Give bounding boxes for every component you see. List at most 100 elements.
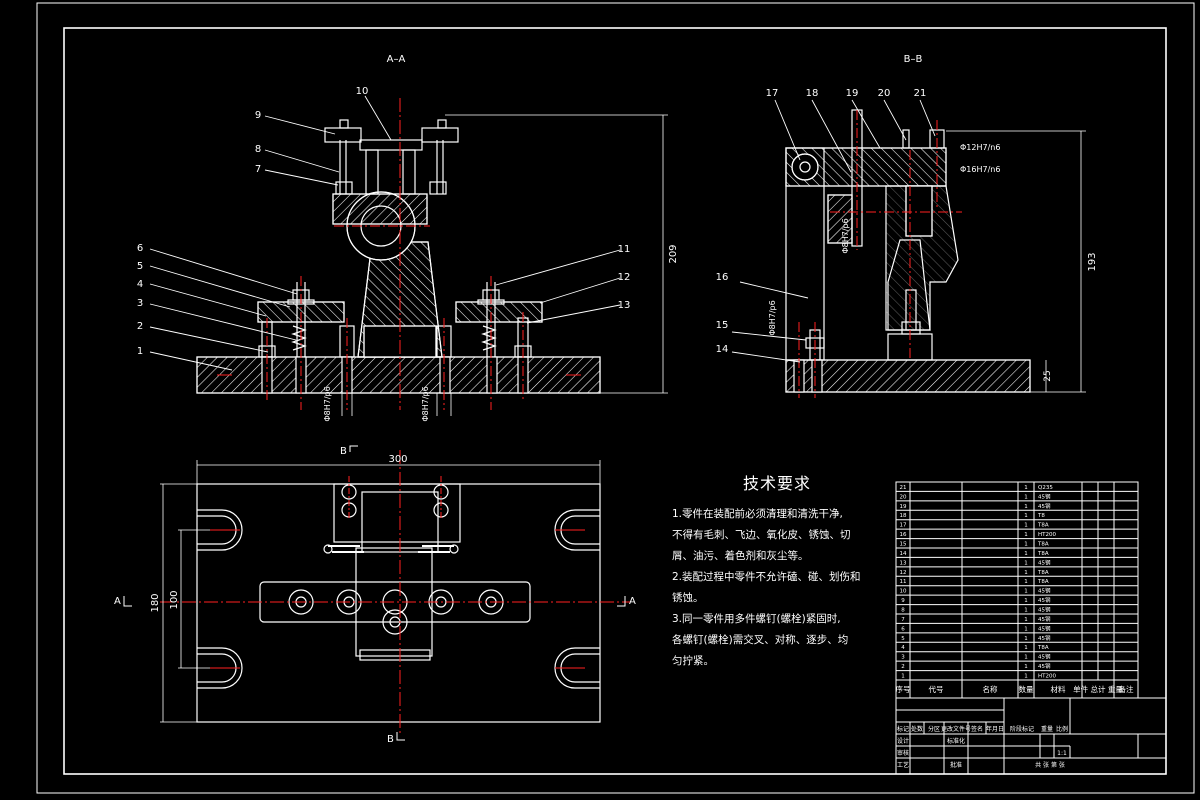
tech-line: 3.同一零件用多件螺钉(螺栓)紧固时,	[672, 613, 841, 625]
bom-material: T8	[1037, 513, 1045, 519]
callout-number: 16	[716, 272, 729, 283]
bom-item-number: 15	[900, 542, 907, 548]
callout-number: 17	[766, 88, 779, 99]
aa-fit-left: Φ8H7/p6	[323, 386, 332, 421]
bom-quantity: 1	[1024, 570, 1028, 576]
bom-item-number: 1	[901, 674, 905, 680]
bom-quantity: 1	[1024, 551, 1028, 557]
bb-fit-mid: Φ8H7/p6	[841, 218, 850, 253]
plan-base-outline	[196, 483, 601, 723]
section-bb-label: B–B	[904, 54, 923, 65]
callout-number: 5	[137, 261, 143, 272]
callouts-bb: 14 15 16 17 18 19 20 21	[716, 88, 927, 355]
bom-header-cell: 名称	[983, 684, 998, 694]
inner-frame	[63, 27, 1167, 775]
bom-material: T8A	[1037, 645, 1049, 651]
bom-item-number: 17	[900, 523, 907, 529]
bom-quantity: 1	[1024, 579, 1028, 585]
bom-material: 45钢	[1038, 492, 1051, 500]
section-aa-view[interactable]: A–A	[149, 54, 679, 422]
bom-material: T8A	[1037, 551, 1049, 557]
bom-item-number: 8	[901, 608, 905, 614]
bb-dim-base: 25	[1043, 370, 1053, 381]
tech-line: 1.零件在装配前必须清理和清洗干净,	[672, 508, 843, 520]
bom-item-number: 11	[900, 579, 907, 585]
title-block[interactable]	[895, 697, 1167, 775]
bom-item-number: 9	[901, 598, 905, 604]
callout-number: 6	[137, 243, 143, 254]
bom-material: T8A	[1037, 579, 1049, 585]
bb-fit-top1: Φ12H7/n6	[960, 143, 1000, 152]
tech-line: 锈蚀。	[672, 592, 704, 604]
bom-table[interactable]	[895, 481, 1139, 699]
bom-material: HT200	[1038, 674, 1056, 680]
callout-number: 11	[618, 244, 631, 255]
callout-number: 18	[806, 88, 819, 99]
bom-item-number: 2	[901, 664, 905, 670]
section-mark-a-left: A	[114, 596, 121, 607]
plan-view[interactable]: 300 180 100 A A B B	[114, 445, 636, 745]
bom-material: HT200	[1038, 532, 1056, 538]
bom-material: 45钢	[1038, 662, 1051, 670]
bom-item-number: 6	[901, 626, 905, 632]
bom-material: 45钢	[1038, 624, 1051, 632]
bom-quantity: 1	[1024, 485, 1028, 491]
bom-material: 45钢	[1038, 634, 1051, 642]
callout-number: 20	[878, 88, 891, 99]
title-block-cell: 批准	[950, 761, 962, 769]
bom-item-number: 4	[901, 645, 905, 651]
section-bb-view[interactable]: B–B 193 25	[731, 54, 1098, 398]
aa-right-clamp	[455, 301, 543, 323]
callout-number: 15	[716, 320, 729, 331]
section-mark-a-right: A	[629, 596, 636, 607]
bom-material: T8A	[1037, 523, 1049, 529]
title-block-cell: 分区	[928, 725, 940, 733]
bom-header-cell: 单件 总计 重量	[1073, 684, 1123, 694]
callout-number: 10	[356, 86, 369, 97]
aa-dim-height: 209	[668, 244, 679, 263]
callout-number: 4	[137, 279, 143, 290]
bb-fit-left: Φ8H7/p6	[768, 300, 777, 335]
title-block-cell: 共 张 第 张	[1035, 761, 1065, 769]
bom-header-row: 序号代号名称数量材料单件 总计 重量备注	[896, 684, 1135, 694]
bb-fit-top2: Φ16H7/n6	[960, 165, 1000, 174]
bom-quantity: 1	[1024, 617, 1028, 623]
bom-quantity: 1	[1024, 560, 1028, 566]
bom-material: 45钢	[1038, 615, 1051, 623]
section-aa-label: A–A	[387, 54, 406, 65]
bom-quantity: 1	[1024, 513, 1028, 519]
bom-item-number: 19	[900, 504, 907, 510]
tech-line: 各螺钉(螺栓)需交叉、对称、逐步、均	[672, 634, 849, 646]
bom-material: Q235	[1038, 485, 1053, 491]
bb-dim-height: 193	[1087, 252, 1098, 271]
bom-header-cell: 数量	[1019, 684, 1035, 694]
bom-header-cell: 材料	[1051, 684, 1067, 694]
title-block-cell: 标准化	[947, 737, 965, 745]
bom-item-number: 3	[901, 655, 905, 661]
bom-item-number: 13	[900, 560, 907, 566]
plan-dim-height-inner: 100	[169, 590, 180, 609]
bom-item-number: 5	[901, 636, 905, 642]
bom-quantity: 1	[1024, 598, 1028, 604]
callout-number: 19	[846, 88, 859, 99]
title-block-cell: 阶段标记	[1010, 725, 1034, 733]
title-block-cell: 比例	[1056, 725, 1068, 733]
bom-material: 45钢	[1038, 606, 1051, 614]
title-block-scale: 1:1	[1057, 750, 1067, 757]
technical-requirements: 技术要求 1.零件在装配前必须清理和清洗干净, 不得有毛刺、飞边、氧化皮、锈蚀、…	[672, 470, 882, 672]
title-block-cell: 审核	[897, 749, 909, 757]
callout-number: 7	[255, 164, 261, 175]
bom-material: 45钢	[1038, 653, 1051, 661]
callout-number: 21	[914, 88, 927, 99]
aa-upper-block	[332, 193, 428, 225]
tech-line: 屑、油污、着色剂和灰尘等。	[672, 550, 809, 562]
plan-dim-width: 300	[388, 454, 407, 465]
callout-number: 8	[255, 144, 261, 155]
title-block-cell: 标记	[897, 725, 909, 733]
bom-quantity: 1	[1024, 532, 1028, 538]
callout-number: 14	[716, 344, 729, 355]
callout-number: 2	[137, 321, 143, 332]
title-block-cell: 签名	[971, 725, 983, 733]
tech-line: 2.装配过程中零件不允许磕、碰、划伤和	[672, 571, 861, 583]
